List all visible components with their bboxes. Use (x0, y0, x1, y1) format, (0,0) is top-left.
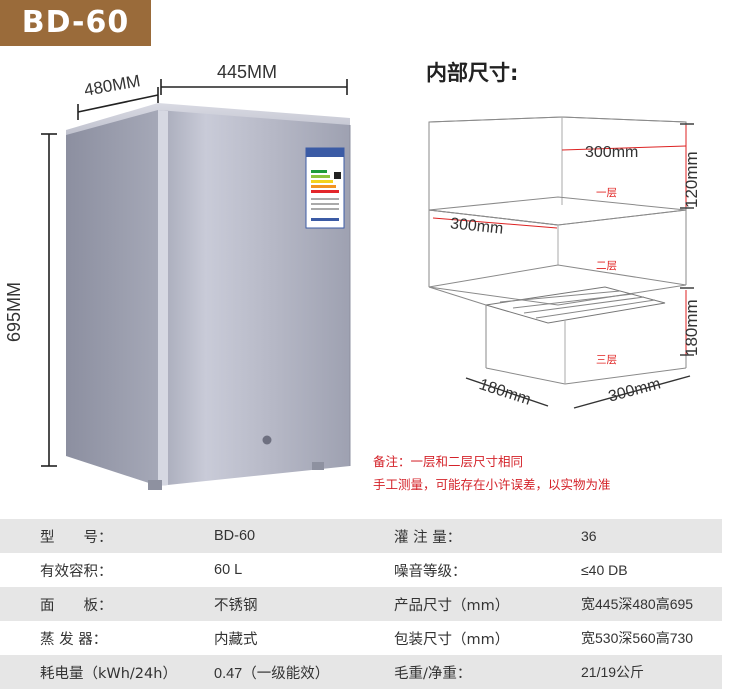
spec-value: ≤40 DB (581, 562, 628, 578)
spec-row: 蒸 发 器： 内藏式 包装尺寸（mm） 宽530深560高730 (0, 621, 722, 655)
inner-measure-lines (432, 125, 687, 355)
height-dimension-label: 695MM (4, 281, 24, 342)
inner-dim-ticks (465, 123, 694, 409)
spec-label: 毛重/净重： (394, 665, 472, 682)
spec-table: 型 号： BD-60 灌 注 量： 36 有效容积： 60 L 噪音等级： ≤4… (0, 519, 722, 689)
height-dimension-line (41, 133, 57, 467)
spec-label: 面 板： (40, 597, 113, 614)
note-line-1: 备注：一层和二层尺寸相同 (373, 454, 524, 469)
layer-1-label: 一层 (596, 187, 617, 199)
spec-value: BD-60 (214, 528, 256, 544)
spec-label: 噪音等级： (394, 563, 467, 580)
inner-dimensions-title: 内部尺寸: (426, 61, 519, 85)
product-diagram (41, 79, 694, 490)
spec-label: 型 号： (40, 529, 113, 546)
inner-top-height-label: 120mm (682, 151, 701, 208)
spec-row: 型 号： BD-60 灌 注 量： 36 (0, 519, 722, 553)
layer-3-label: 三层 (596, 354, 617, 366)
spec-value: 宽445深480高695 (581, 596, 694, 612)
spec-row: 耗电量（kWh/24h） 0.47（一级能效） 毛重/净重： 21/19公斤 (0, 655, 722, 689)
spec-value: 60 L (214, 562, 243, 578)
note-line-2: 手工测量，可能存在小许误差，以实物为准 (373, 477, 611, 492)
spec-value: 内藏式 (214, 631, 258, 648)
spec-label: 蒸 发 器： (40, 631, 108, 648)
width-dimension-line (160, 79, 348, 95)
inner-bottom-height-label: 180mm (682, 299, 701, 356)
width-dimension-label: 445MM (217, 62, 278, 82)
fridge-illustration (66, 103, 351, 490)
spec-value: 36 (581, 528, 597, 544)
spec-label: 耗电量（kWh/24h） (40, 665, 177, 682)
spec-value: 21/19公斤 (581, 664, 645, 680)
inner-top-width-label: 300mm (585, 144, 639, 161)
spec-row: 有效容积： 60 L 噪音等级： ≤40 DB (0, 553, 722, 587)
spec-label: 包装尺寸（mm） (394, 631, 510, 648)
spec-label: 灌 注 量： (394, 529, 462, 546)
spec-value: 不锈钢 (214, 597, 258, 614)
spec-value: 0.47（一级能效） (214, 665, 330, 682)
spec-value: 宽530深560高730 (581, 630, 694, 646)
spec-label: 有效容积： (40, 563, 113, 580)
spec-label: 产品尺寸（mm） (394, 597, 510, 614)
depth-dimension-line (77, 87, 159, 120)
energy-label (305, 147, 345, 229)
layer-2-label: 二层 (596, 260, 617, 272)
model-badge: BD-60 (0, 0, 151, 46)
inner-dimension-diagram (428, 116, 687, 385)
spec-row: 面 板： 不锈钢 产品尺寸（mm） 宽445深480高695 (0, 587, 722, 621)
lock-icon (262, 435, 272, 445)
